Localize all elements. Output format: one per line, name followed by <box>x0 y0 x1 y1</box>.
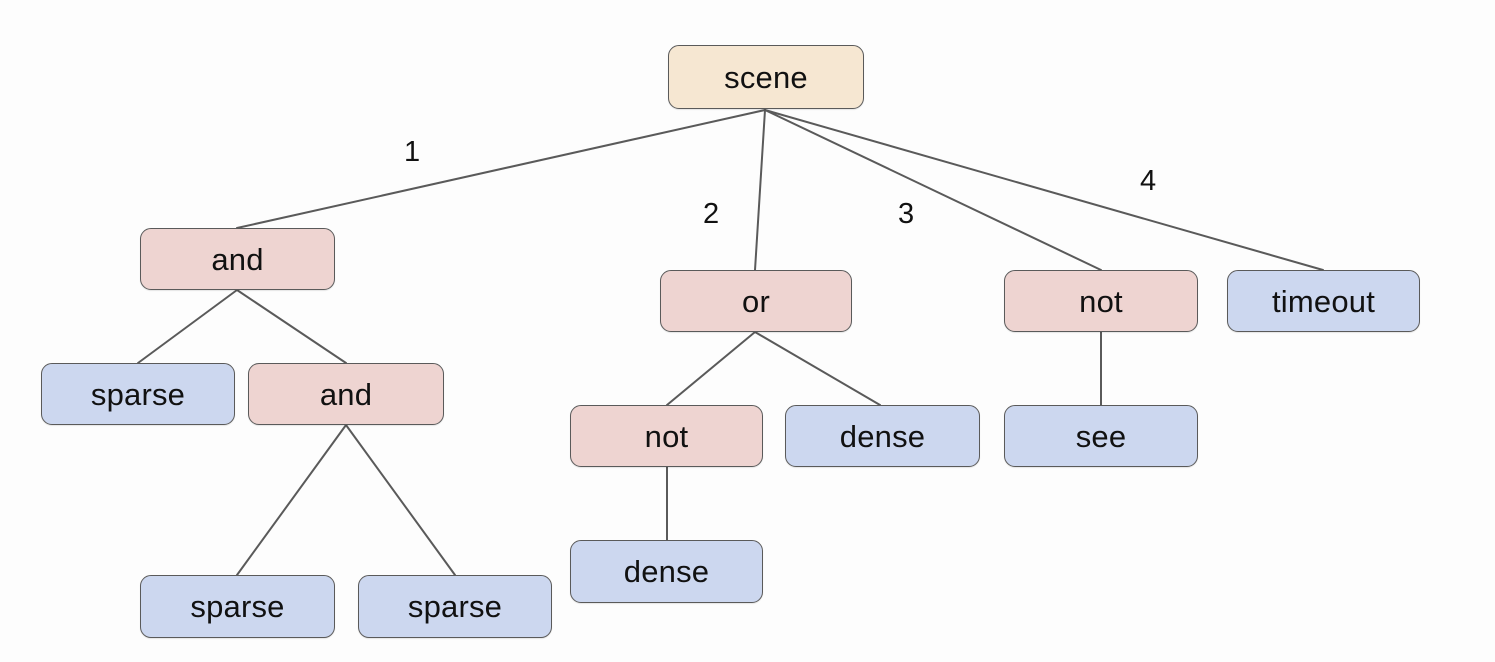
edge-label-3: 3 <box>898 198 915 230</box>
tree-node-sparse2[interactable]: sparse <box>140 575 335 638</box>
tree-node-or1[interactable]: or <box>660 270 852 332</box>
edge-label-2: 2 <box>703 198 720 230</box>
tree-node-and2[interactable]: and <box>248 363 444 425</box>
tree-node-sparse3[interactable]: sparse <box>358 575 552 638</box>
edge-label-1: 1 <box>404 136 421 168</box>
tree-node-and1[interactable]: and <box>140 228 335 290</box>
tree-edge-or1-to-dense1 <box>754 331 881 406</box>
tree-edge-and1-to-and2 <box>236 289 347 364</box>
tree-edge-and2-to-sparse3 <box>345 424 456 576</box>
tree-node-not1[interactable]: not <box>570 405 763 467</box>
tree-edge-scene-to-or1 <box>754 109 766 271</box>
tree-node-see1[interactable]: see <box>1004 405 1198 467</box>
tree-node-not2[interactable]: not <box>1004 270 1198 332</box>
tree-node-dense2[interactable]: dense <box>570 540 763 603</box>
tree-edge-and1-to-sparse1 <box>137 289 238 364</box>
tree-node-dense1[interactable]: dense <box>785 405 980 467</box>
tree-edge-or1-to-not1 <box>666 331 756 406</box>
tree-node-timeout1[interactable]: timeout <box>1227 270 1420 332</box>
tree-edge-scene-to-timeout1 <box>764 109 1324 271</box>
tree-edge-scene-to-not2 <box>764 109 1102 271</box>
tree-edge-and2-to-sparse2 <box>236 424 347 576</box>
tree-edge-scene-to-and1 <box>236 109 766 229</box>
tree-node-scene[interactable]: scene <box>668 45 864 109</box>
tree-node-sparse1[interactable]: sparse <box>41 363 235 425</box>
edge-label-4: 4 <box>1140 165 1157 197</box>
